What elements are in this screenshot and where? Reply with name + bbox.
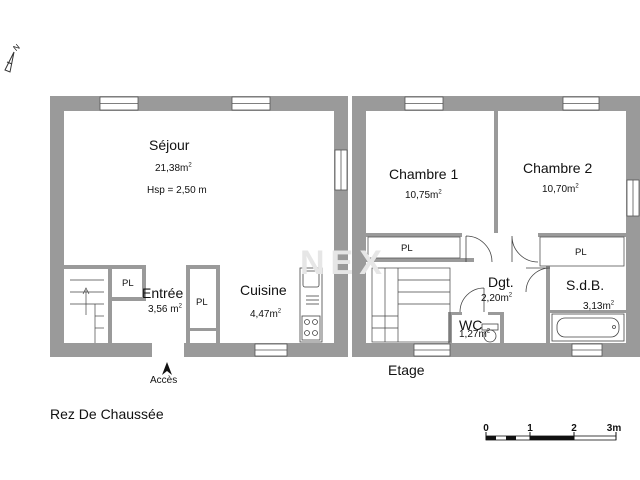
room-name-wc: WC xyxy=(459,317,483,333)
ceiling-height-note: Hsp = 2,50 m xyxy=(147,185,207,196)
scale-tick-label: 0 xyxy=(483,423,489,434)
room-area-sejour: 21,38m2 xyxy=(155,162,192,174)
room-name-dgt: Dgt. xyxy=(488,274,514,290)
room-area-dgt: 2,20m2 xyxy=(481,292,513,304)
room-area-wc: 1,27m2 xyxy=(459,328,491,340)
scale-tick-label: 3m xyxy=(606,423,622,434)
room-area-entree: 3,56 m2 xyxy=(148,303,182,315)
room-name-cuisine: Cuisine xyxy=(240,282,287,298)
door xyxy=(459,235,551,313)
closet-label: PL xyxy=(122,278,134,289)
kitchen-counter xyxy=(299,267,323,343)
room-area-cuisine: 4,47m2 xyxy=(250,308,282,320)
toilet xyxy=(481,323,499,343)
room-name-sejour: Séjour xyxy=(149,137,190,153)
scale-bar xyxy=(485,432,617,441)
window xyxy=(404,96,640,357)
entrance-label: Accès xyxy=(150,375,178,386)
scale-tick-label: 1 xyxy=(527,423,533,434)
ground-floor-caption: Rez De Chaussée xyxy=(50,406,164,422)
closet-label: PL xyxy=(196,297,208,308)
room-name-sdb: S.d.B. xyxy=(566,277,605,293)
closet-label: PL xyxy=(575,247,587,258)
upper-floor-caption: Etage xyxy=(388,362,425,378)
bathtub xyxy=(551,313,625,342)
closet-label: PL xyxy=(401,243,413,254)
scale-tick-label: 2 xyxy=(571,423,577,434)
upper-floor-plan xyxy=(352,96,640,357)
staircase xyxy=(371,267,451,343)
room-area-sdb: 3,13m2 xyxy=(583,300,615,312)
room-name-chambre-1: Chambre 1 xyxy=(389,166,459,182)
entrance-arrow-icon xyxy=(162,362,172,375)
room-name-entree: Entrée xyxy=(142,285,184,301)
room-area-chambre-1: 10,75m2 xyxy=(405,189,442,201)
ground-floor-plan xyxy=(50,96,348,375)
room-name-chambre-2: Chambre 2 xyxy=(523,160,593,176)
watermark: NEX xyxy=(300,244,388,282)
compass-icon xyxy=(4,51,15,73)
staircase xyxy=(70,279,104,343)
room-area-chambre-2: 10,70m2 xyxy=(542,183,579,195)
window xyxy=(99,96,348,357)
